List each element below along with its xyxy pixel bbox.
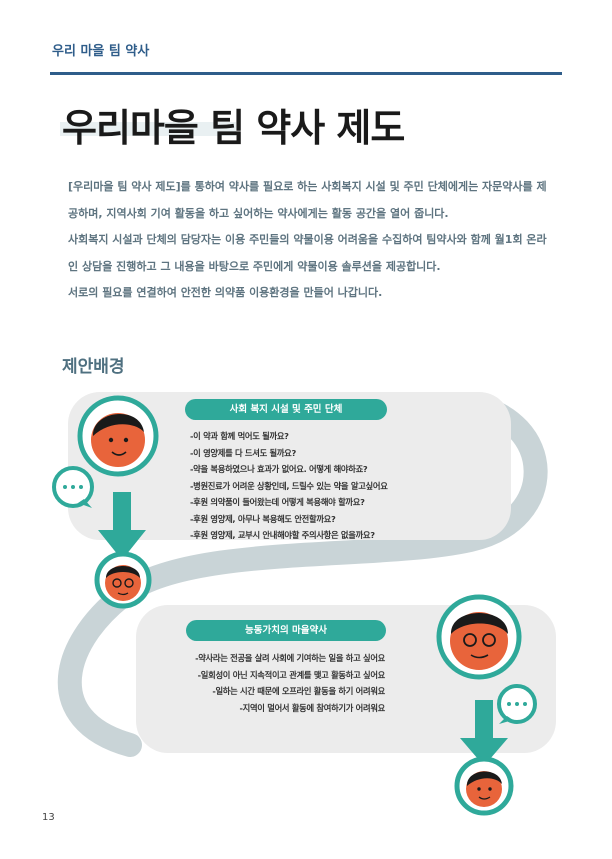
list-item: -일회성이 아닌 지속적이고 관계를 맺고 활동하고 싶어요 <box>197 669 386 680</box>
list-item: -이 영양제를 다 드셔도 될까요? <box>190 447 297 458</box>
list-item: -이 약과 함께 먹어도 될까요? <box>190 431 289 441</box>
list-item: -병원진료가 어려운 상황인데, 드릴수 있는 약을 알고싶어요 <box>190 480 388 491</box>
speech-bubble-icon <box>497 684 537 724</box>
intro-line: 인 상담을 진행하고 그 내용을 바탕으로 주민에게 약물이용 솔루션을 제공합… <box>68 259 441 273</box>
header-label: 우리 마을 팀 약사 <box>52 44 150 59</box>
list-item: -약을 복용하였으나 효과가 없어요. 어떻게 해야하죠? <box>190 464 368 474</box>
down-arrow-icon <box>460 700 508 766</box>
intro-line: 공하며, 지역사회 기여 활동을 하고 싶어하는 약사에게는 활동 공간을 열어… <box>68 206 449 220</box>
page-number: 13 <box>42 812 55 823</box>
intro-line: 서로의 필요를 연결하여 안전한 의약품 이용환경을 만들어 나갑니다. <box>68 286 383 299</box>
man-glasses-avatar-icon <box>94 551 152 609</box>
intro-paragraph: [우리마을 팀 약사 제도]를 통하여 약사를 필요로 하는 사회복지 시설 및… <box>68 174 568 307</box>
woman-avatar-icon <box>77 395 159 477</box>
box1-heading: 사회 복지 시설 및 주민 단체 <box>185 399 387 420</box>
road-path <box>57 393 548 757</box>
list-item: -약사라는 전공을 살려 사회에 기여하는 일을 하고 싶어요 <box>195 653 385 663</box>
list-item: -후원 영양제, 아무나 복용해도 안전할까요? <box>190 513 336 524</box>
page-title: 우리마을 팀 약사 제도 <box>62 106 405 150</box>
list-item: -후원 의약품이 들어왔는데 어떻게 복용해야 할까요? <box>190 497 365 507</box>
list-item: -일하는 시간 때문에 오프라인 활동을 하기 어려워요 <box>212 686 385 696</box>
box1-list: -이 약과 함께 먹어도 될까요? -이 영양제를 다 드셔도 될까요? -약을… <box>190 428 388 544</box>
intro-line: 사회복지 시설과 단체의 담당자는 이용 주민들의 약물이용 어려움을 수집하여… <box>68 233 547 246</box>
list-item: -후원 영양제, 교부시 안내해야할 주의사항은 없을까요? <box>190 530 375 540</box>
list-item: -지역이 멀어서 활동에 참여하기가 어려워요 <box>239 702 386 713</box>
intro-line: [우리마을 팀 약사 제도]를 통하여 약사를 필요로 하는 사회복지 시설 및… <box>68 180 547 193</box>
section-title: 제안배경 <box>62 357 125 377</box>
box2-list: -약사라는 전공을 살려 사회에 기여하는 일을 하고 싶어요 -일회성이 아닌… <box>160 650 385 716</box>
speech-bubble-icon <box>52 466 94 508</box>
box1-background <box>68 392 511 540</box>
box2-heading: 능동가치의 마을약사 <box>186 620 386 641</box>
header-rule <box>50 72 562 75</box>
woman-avatar-icon <box>454 756 514 816</box>
man-glasses-avatar-icon <box>436 594 522 680</box>
title-highlight <box>60 122 236 136</box>
down-arrow-icon <box>98 492 146 560</box>
